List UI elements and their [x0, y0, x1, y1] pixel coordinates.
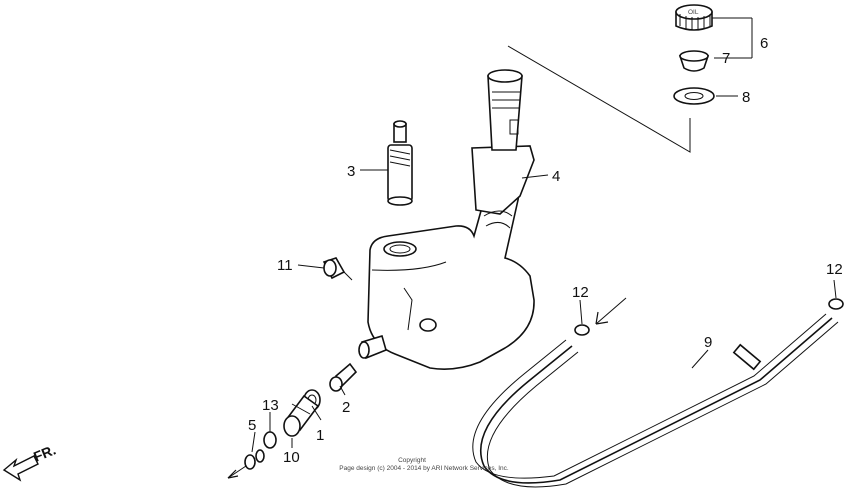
breather-fitting: [322, 257, 353, 281]
outlet-direction-arrow: [227, 469, 239, 479]
callout-2: 2: [342, 399, 350, 416]
callout-13: 13: [262, 397, 279, 414]
oil-strainer: [387, 120, 413, 206]
leader-lines: [251, 17, 837, 453]
oil-tank: [358, 69, 535, 370]
oil-cap: OIL: [675, 4, 713, 31]
callout-8: 8: [742, 89, 750, 106]
outlet-direction-line: [227, 465, 247, 479]
callout-11: 11: [277, 257, 293, 274]
callout-9: 9: [704, 334, 712, 351]
callout-3: 3: [347, 163, 355, 180]
callout-12-left: 12: [572, 284, 589, 301]
cap-gasket: [678, 50, 710, 72]
tube-clip-right: [828, 298, 844, 310]
oil-tube: [472, 313, 839, 488]
tube-clip-left: [574, 324, 590, 336]
copyright-line-1: Copyright: [398, 457, 426, 464]
joint-bolt: [329, 362, 358, 392]
callout-1: 1: [316, 427, 324, 444]
front-direction-indicator: FR.: [2, 441, 58, 482]
outlet-clip: [263, 431, 277, 449]
cap-washer: [673, 87, 715, 105]
callout-5: 5: [248, 417, 256, 434]
callout-10: 10: [283, 449, 300, 466]
tube-arrow-head: [595, 311, 609, 325]
cap-leader-line: [507, 45, 691, 153]
callout-7: 7: [722, 50, 730, 67]
copyright-line-2: Page design (c) 2004 - 2014 by ARI Netwo…: [339, 465, 509, 472]
tube-arrow-line: [595, 297, 627, 325]
cap-oil-label: OIL: [688, 9, 699, 16]
callout-6: 6: [760, 35, 768, 52]
outlet-oring: [244, 449, 265, 470]
outlet-joint: [283, 394, 320, 437]
front-label: FR.: [31, 441, 58, 464]
callout-4: 4: [552, 168, 560, 185]
front-arrow-icon: [2, 455, 39, 482]
callout-12-right: 12: [826, 261, 843, 278]
